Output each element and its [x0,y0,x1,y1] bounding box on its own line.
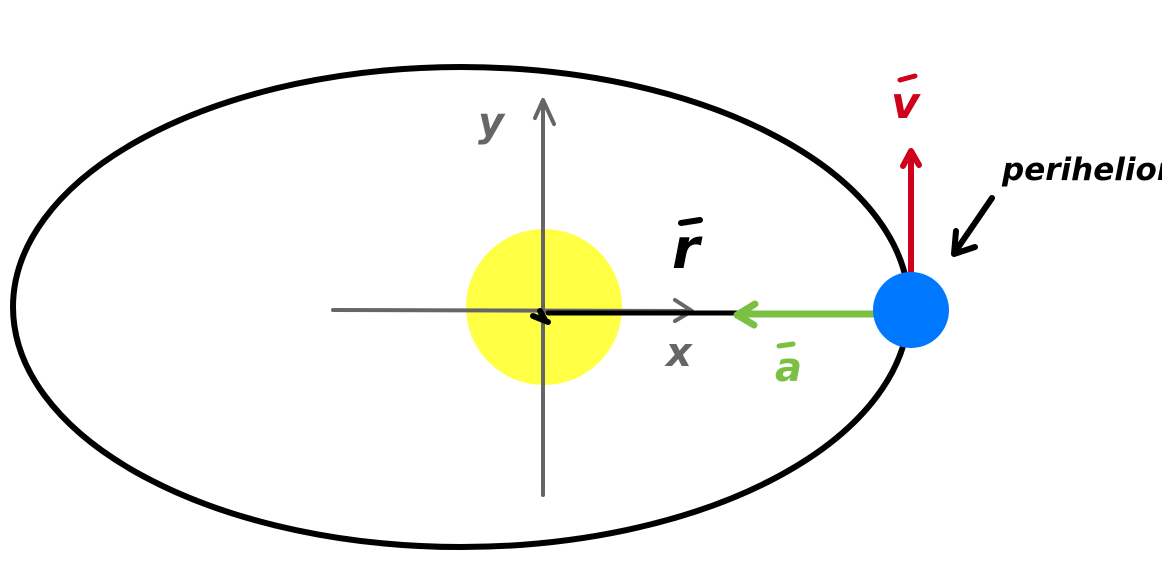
perihelion-arrow-line [952,195,995,255]
orbit-ellipse [10,64,912,550]
perihelion-label: perihelion [1001,152,1162,188]
y-axis-arrowhead [533,98,556,126]
planet-icon [873,272,949,348]
position-vector-overbar [678,217,703,226]
perihelion-arrow [951,195,995,257]
y-axis-label: y [478,100,506,146]
perihelion-arrow-arrowhead [951,228,978,257]
x-axis-label: x [664,330,693,376]
origin-mark [530,308,551,325]
velocity-vector [900,148,922,277]
velocity-vector-arrowhead [900,148,922,169]
position-vector-label: r [672,217,703,282]
velocity-vector-overbar [897,73,918,83]
acceleration-vector-label: a [775,345,802,391]
velocity-vector-label: v [891,78,921,129]
acceleration-vector [733,300,882,329]
acceleration-vector-overbar [776,341,796,349]
acceleration-vector-arrowhead [733,300,759,329]
